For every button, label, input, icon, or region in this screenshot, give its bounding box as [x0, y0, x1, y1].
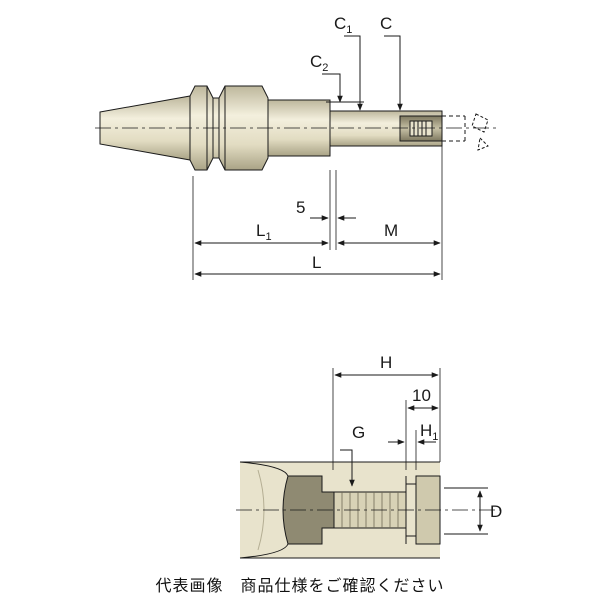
label-m: M — [384, 221, 398, 240]
label-h: H — [380, 353, 392, 372]
label-h1: H1 — [420, 421, 438, 443]
label-10: 10 — [412, 386, 431, 405]
label-d: D — [490, 502, 502, 521]
label-l1: L1 — [256, 221, 272, 243]
label-5: 5 — [296, 198, 305, 217]
flange — [189, 85, 269, 171]
representative-image-caption: 代表画像 商品仕様をご確認ください — [155, 576, 445, 595]
dimension-d — [444, 487, 488, 535]
insert-tip — [471, 113, 489, 151]
label-c2: C2 — [310, 52, 328, 74]
insert-outline — [442, 115, 466, 142]
leaders-c — [322, 35, 403, 111]
detail-dimension-lines — [332, 368, 441, 487]
extension-lines — [192, 146, 443, 280]
label-g: G — [352, 423, 365, 442]
label-c: C — [380, 14, 392, 33]
dimension-lines — [194, 215, 441, 277]
label-l: L — [312, 253, 321, 272]
label-c1: C1 — [334, 14, 352, 36]
